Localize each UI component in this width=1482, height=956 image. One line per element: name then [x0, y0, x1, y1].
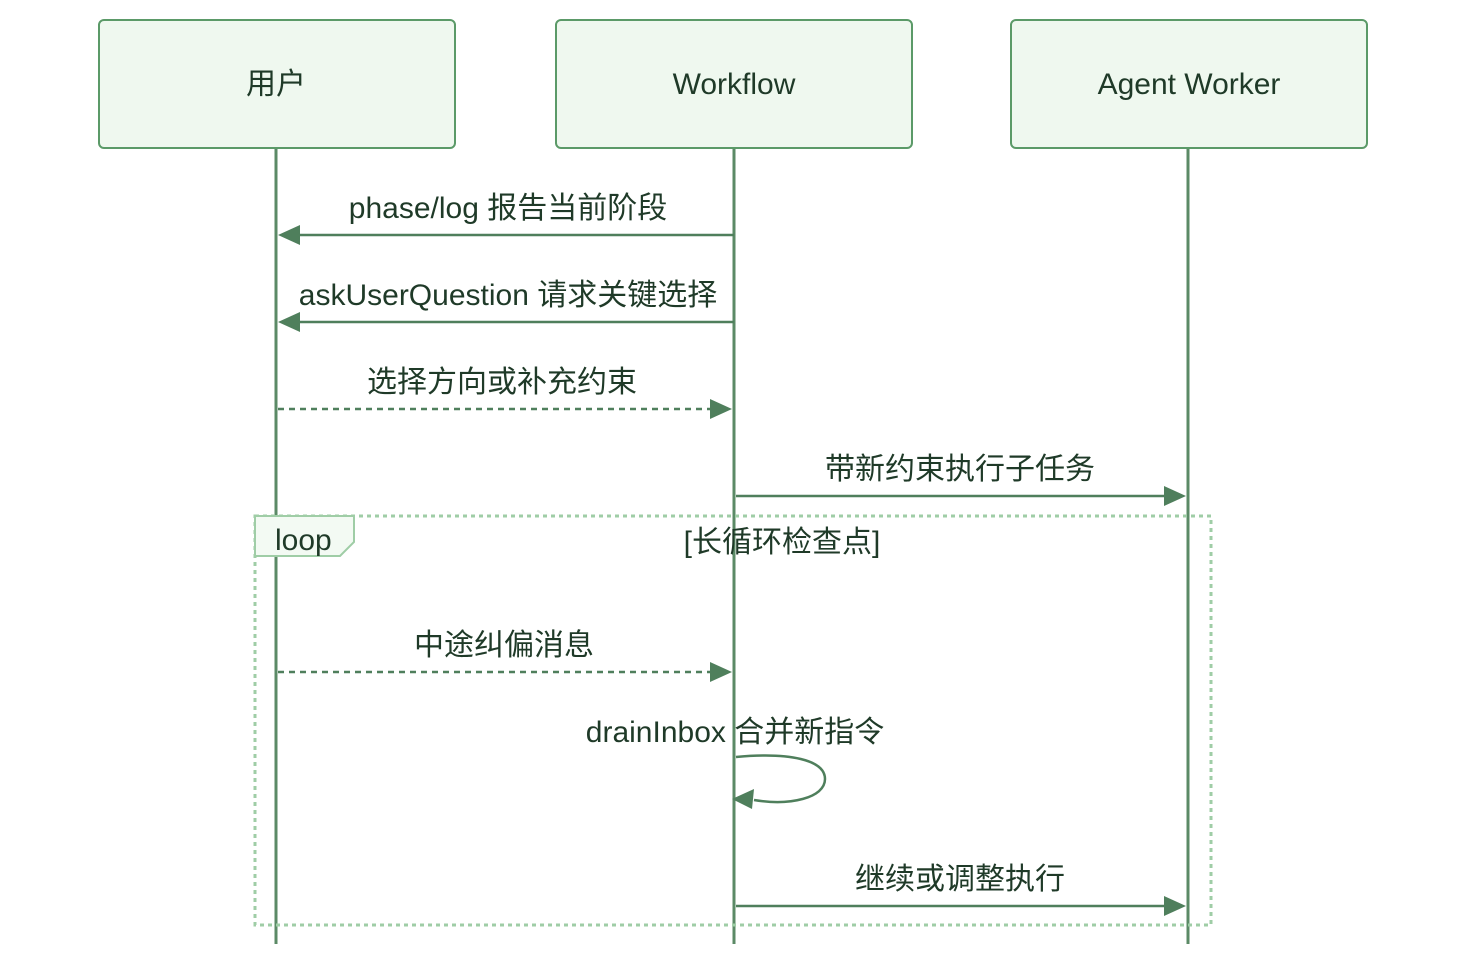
message-line-6	[735, 754, 827, 804]
message-label-6: drainInbox 合并新指令	[586, 716, 884, 749]
loop-frame-border	[253, 514, 1213, 927]
actor-user: 用户	[98, 19, 456, 149]
actor-box-agent	[1010, 19, 1368, 149]
arrowhead-5	[710, 662, 732, 682]
message-3: 选择方向或补充约束	[278, 366, 732, 419]
arrowhead-3	[710, 399, 732, 419]
actor-box-user	[98, 19, 456, 149]
message-label-7: 继续或调整执行	[855, 863, 1065, 896]
message-4: 带新约束执行子任务	[736, 453, 1186, 506]
message-label-5: 中途纠偏消息	[414, 629, 594, 662]
loop-keyword: loop	[275, 524, 332, 557]
actor-workflow: Workflow	[555, 19, 913, 149]
message-7: 继续或调整执行	[736, 863, 1186, 916]
message-label-3: 选择方向或补充约束	[367, 366, 637, 399]
message-label-4: 带新约束执行子任务	[825, 453, 1095, 486]
actor-label-user: 用户	[246, 68, 306, 101]
arrowhead-6	[732, 789, 754, 809]
message-5: 中途纠偏消息	[278, 629, 732, 682]
arrowhead-4	[1164, 486, 1186, 506]
actor-label-workflow: Workflow	[673, 68, 796, 101]
arrowhead-7	[1164, 896, 1186, 916]
message-label-1: phase/log 报告当前阶段	[349, 192, 667, 225]
loop-condition: [长循环检查点]	[684, 526, 881, 559]
arrowhead-1	[278, 225, 300, 245]
message-label-2: askUserQuestion 请求关键选择	[299, 279, 717, 312]
loop-frame: loop [长循环检查点]	[253, 514, 1213, 927]
actor-agent: Agent Worker	[1010, 19, 1368, 149]
loop-tab	[254, 515, 355, 557]
message-1: phase/log 报告当前阶段	[278, 192, 734, 245]
actor-box-workflow	[555, 19, 913, 149]
message-6: drainInbox 合并新指令	[586, 716, 884, 809]
message-2: askUserQuestion 请求关键选择	[278, 279, 734, 332]
arrowhead-2	[278, 312, 300, 332]
actor-label-agent: Agent Worker	[1098, 68, 1281, 101]
